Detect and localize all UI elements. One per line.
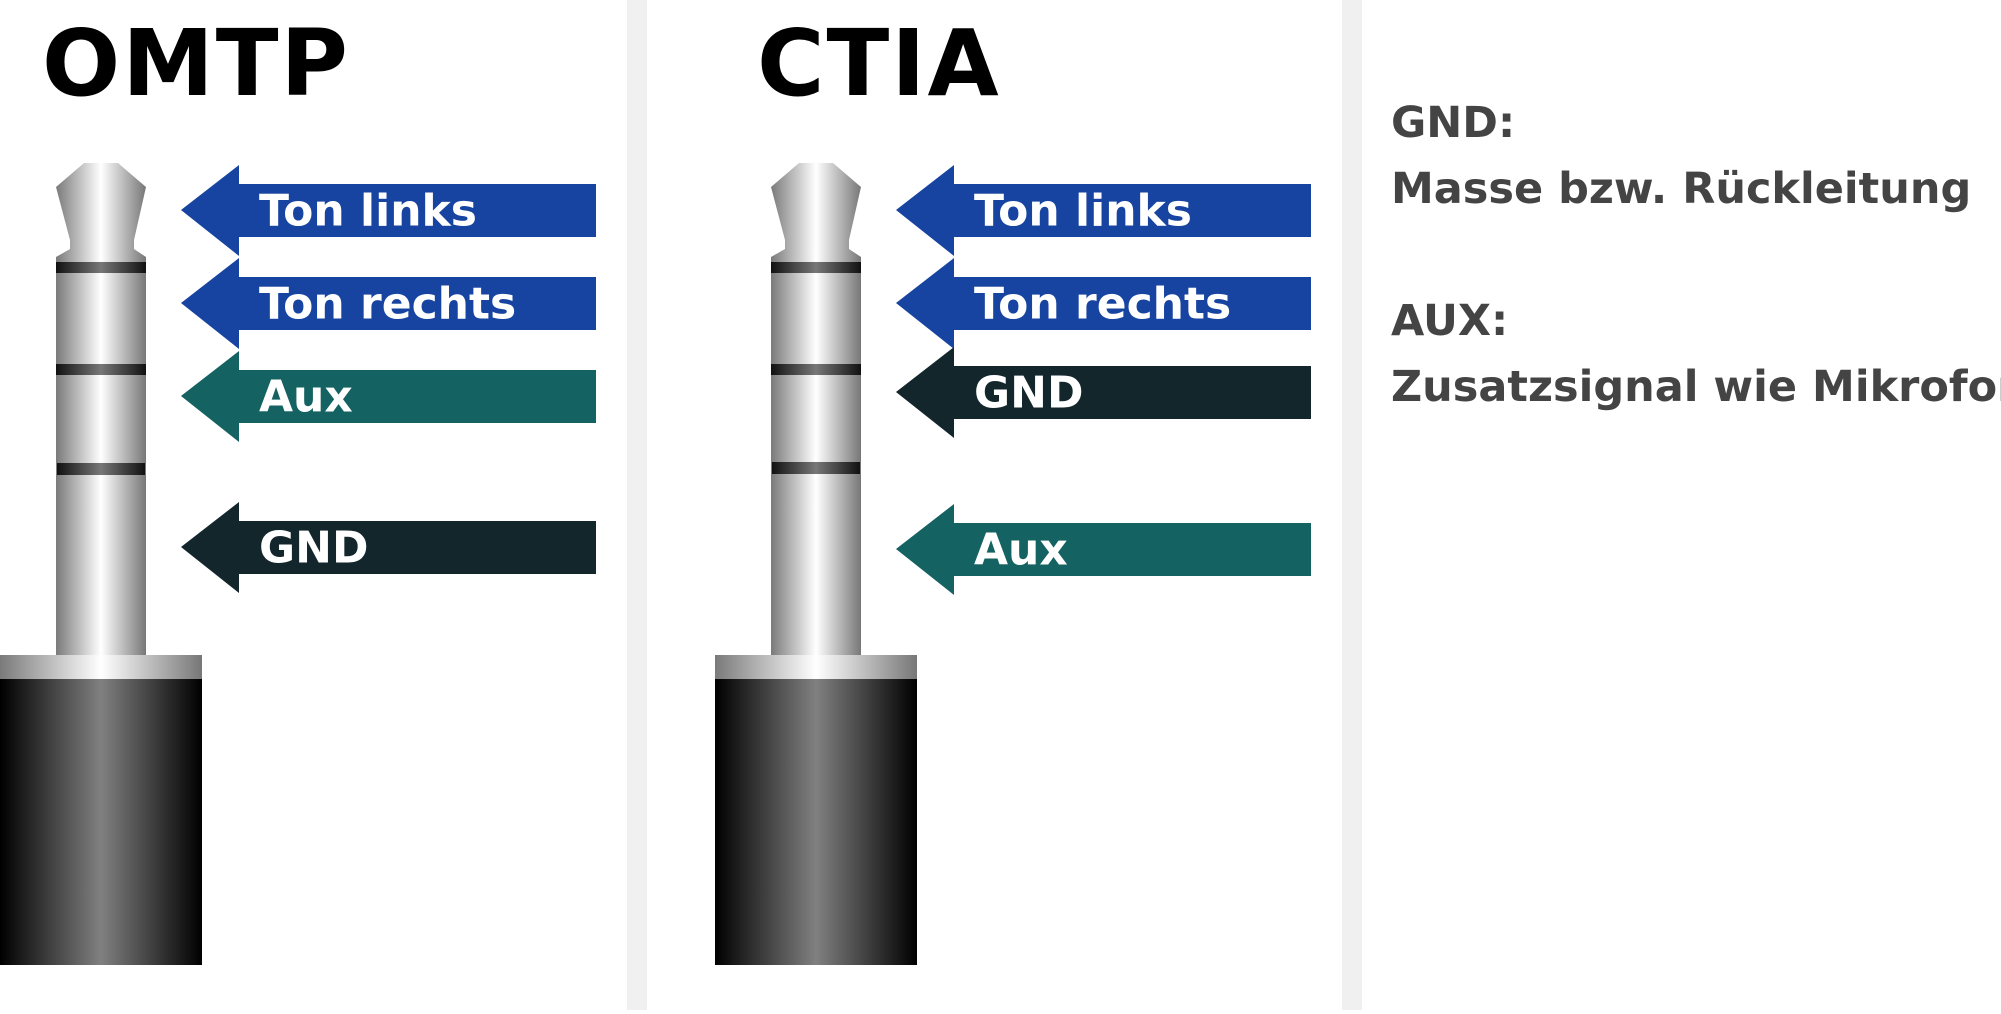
arrow-label: Ton rechts (259, 278, 517, 329)
legend-gnd-term: GND: (1391, 98, 1516, 148)
legend-aux-term: AUX: (1391, 296, 1509, 346)
legend-gnd-description: Masse bzw. Rückleitung (1391, 164, 1972, 214)
arrow-ton-links: Ton links (181, 163, 601, 258)
ctia-jack-plug-illustration (715, 0, 935, 1010)
arrow-label: Ton links (974, 185, 1192, 236)
arrow-label: Aux (259, 371, 353, 422)
divider-2 (1342, 0, 1362, 1010)
arrow-label: Ton rechts (974, 278, 1232, 329)
arrow-ton-rechts: Ton rechts (181, 256, 601, 351)
omtp-jack-plug-illustration (0, 0, 220, 1010)
arrow-aux: Aux (896, 502, 1316, 597)
arrow-aux: Aux (181, 349, 601, 444)
ctia-title: CTIA (757, 10, 1001, 117)
arrow-label: Aux (974, 524, 1068, 575)
arrow-label: Ton links (259, 185, 477, 236)
arrow-label: GND (259, 522, 369, 573)
divider-1 (627, 0, 647, 1010)
arrow-gnd: GND (181, 500, 601, 595)
omtp-title: OMTP (42, 10, 350, 117)
arrow-gnd: GND (896, 345, 1316, 440)
arrow-label: GND (974, 367, 1084, 418)
legend-aux-description: Zusatzsignal wie Mikrofon (1391, 362, 2001, 412)
arrow-ton-rechts: Ton rechts (896, 256, 1316, 351)
arrow-ton-links: Ton links (896, 163, 1316, 258)
